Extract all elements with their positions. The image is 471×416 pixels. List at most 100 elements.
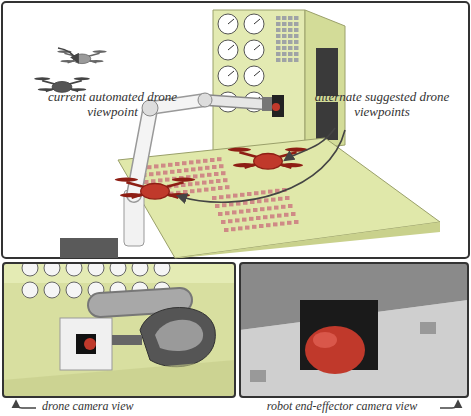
key <box>149 172 154 176</box>
key <box>254 191 259 195</box>
callout-label: drone camera view <box>42 400 212 414</box>
key <box>294 220 299 224</box>
key <box>260 207 265 211</box>
key <box>294 22 299 26</box>
main-panel <box>2 2 469 258</box>
key <box>294 16 299 20</box>
key <box>215 204 220 208</box>
key <box>287 221 292 225</box>
key <box>276 46 281 50</box>
key <box>276 58 281 62</box>
key <box>249 217 254 221</box>
gauge <box>218 14 238 34</box>
key <box>294 58 299 62</box>
key <box>212 196 217 200</box>
key <box>266 223 271 227</box>
key <box>276 52 281 56</box>
key <box>294 34 299 38</box>
key <box>217 157 222 161</box>
key <box>259 224 264 228</box>
key <box>288 58 293 62</box>
key <box>257 199 262 203</box>
screen <box>316 48 338 96</box>
gauge <box>244 14 264 34</box>
robot-arm <box>124 93 284 246</box>
caption-arrow <box>16 401 36 408</box>
key <box>282 28 287 32</box>
key <box>247 192 252 196</box>
key <box>271 198 276 202</box>
key <box>282 22 287 26</box>
key <box>198 167 203 171</box>
key <box>277 214 282 218</box>
key <box>229 202 234 206</box>
gauge <box>244 40 264 60</box>
key <box>224 228 229 232</box>
callout-label: current automated drone viewpoint <box>30 90 195 120</box>
caption-arrow <box>440 401 458 408</box>
screen <box>316 102 338 140</box>
gauge <box>22 282 38 298</box>
key <box>288 46 293 50</box>
key <box>184 168 189 172</box>
key <box>232 210 237 214</box>
key <box>263 215 268 219</box>
key <box>170 170 175 174</box>
key <box>196 160 201 164</box>
gauge <box>218 66 238 86</box>
key <box>216 179 221 183</box>
key <box>273 222 278 226</box>
key <box>245 226 250 230</box>
key <box>205 166 210 170</box>
gauge <box>244 66 264 86</box>
key <box>288 22 293 26</box>
gauge <box>132 263 148 276</box>
key <box>294 28 299 32</box>
key <box>278 197 283 201</box>
gauge <box>44 282 60 298</box>
key <box>214 172 219 176</box>
key <box>189 160 194 164</box>
key <box>253 208 258 212</box>
gauge <box>22 263 38 276</box>
key <box>218 212 223 216</box>
key <box>288 40 293 44</box>
key <box>223 178 228 182</box>
key <box>276 16 281 20</box>
key <box>282 16 287 20</box>
key <box>175 162 180 166</box>
key <box>238 226 243 230</box>
desk <box>118 138 440 258</box>
key <box>225 211 230 215</box>
key <box>161 164 166 168</box>
key <box>281 205 286 209</box>
key <box>261 190 266 194</box>
key <box>222 203 227 207</box>
key <box>291 212 296 216</box>
console <box>60 10 440 258</box>
key <box>193 174 198 178</box>
key <box>225 185 230 189</box>
key <box>288 16 293 20</box>
key <box>200 174 205 178</box>
key <box>151 179 156 183</box>
key <box>268 190 273 194</box>
key <box>221 171 226 175</box>
key <box>276 34 281 38</box>
key <box>218 186 223 190</box>
key <box>235 218 240 222</box>
key <box>256 216 261 220</box>
key <box>190 189 195 193</box>
gauge <box>110 263 126 276</box>
key <box>285 196 290 200</box>
key <box>158 178 163 182</box>
key <box>191 167 196 171</box>
key <box>147 165 152 169</box>
key <box>282 46 287 50</box>
leader-arrow <box>178 130 345 202</box>
key <box>288 28 293 32</box>
key <box>154 164 159 168</box>
drones <box>34 50 308 199</box>
key <box>197 188 202 192</box>
